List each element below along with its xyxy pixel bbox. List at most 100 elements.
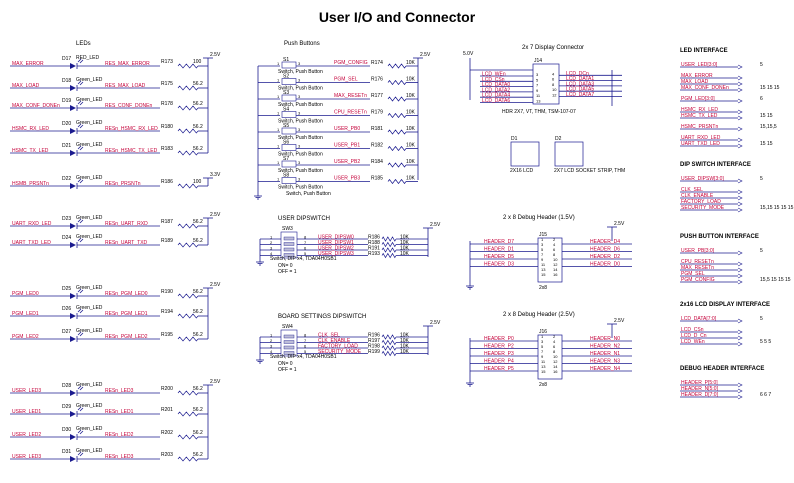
led-resistor bbox=[177, 293, 199, 299]
interface-page-refs: 5 5 5 bbox=[760, 339, 771, 345]
display-part: HDR 2X7, VT, THM, TSM-107-07 bbox=[502, 109, 576, 115]
debug-heading: 2 x 8 Debug Header (2.5V) bbox=[503, 312, 575, 318]
led-net-label: PGM_LED1 bbox=[12, 311, 39, 317]
led-ref: D31 bbox=[62, 449, 71, 455]
dip-resistor-value: 10K bbox=[400, 333, 410, 339]
push-button-heading: Push Buttons bbox=[284, 41, 320, 47]
led-light-arrow bbox=[79, 59, 84, 64]
port-arrow-icon bbox=[737, 81, 743, 87]
dip-switch-lever bbox=[283, 242, 295, 246]
led-light-arrow bbox=[79, 238, 84, 243]
dip-net: USER_DIPSW3 bbox=[318, 251, 354, 257]
led-resistor bbox=[177, 85, 199, 91]
pin-number: 12 bbox=[553, 262, 558, 267]
led-resistor-value: 100 bbox=[193, 59, 202, 65]
dip-resistor-value: 10K bbox=[400, 349, 410, 355]
push-button-symbol bbox=[281, 144, 297, 151]
push-button-resistor bbox=[387, 112, 407, 119]
interface-page-refs: 15,15,5 bbox=[760, 124, 777, 130]
dip-resistor-ref: R191 bbox=[368, 246, 380, 252]
dip-resistor bbox=[381, 339, 397, 346]
lcd-box-ref: D2 bbox=[555, 136, 562, 142]
push-button-ref: S3 bbox=[283, 90, 289, 96]
display-connector-body bbox=[532, 63, 560, 105]
led-resistor-ref: R194 bbox=[161, 309, 173, 315]
push-button-part: Switch, Push Button bbox=[278, 168, 323, 174]
dip-off-note: OFF = 1 bbox=[278, 367, 297, 373]
led-resistor-net: RESn_HSMC_TX_LED bbox=[105, 148, 158, 154]
pin-number: 3 bbox=[270, 344, 273, 349]
pin-number: 1 bbox=[277, 127, 280, 132]
pin-number: 3 bbox=[298, 61, 301, 66]
interface-net: HEADER_N[5:0] bbox=[681, 386, 719, 392]
push-button-net: PGM_SEL bbox=[334, 77, 358, 83]
pin-number: 7 bbox=[304, 338, 307, 343]
dip-switch-lever bbox=[283, 236, 295, 241]
led-resistor-net: RESn_LED3 bbox=[105, 388, 134, 394]
push-button-caption: Switch, Push Button bbox=[286, 191, 331, 197]
lcd-box-label: 2X16 LCD bbox=[510, 168, 533, 174]
display-right-net: LCD_DATA1 bbox=[566, 76, 594, 82]
dip-resistor bbox=[381, 350, 397, 357]
led-ref: D24 bbox=[62, 235, 71, 241]
dip-net: USER_DIPSW1 bbox=[318, 240, 354, 246]
led-light-arrow bbox=[77, 145, 82, 150]
pin-number: 1 bbox=[277, 144, 280, 149]
debug-right-net: HEADER_D2 bbox=[590, 254, 620, 260]
led-resistor-ref: R195 bbox=[161, 332, 173, 338]
push-button-resistor-ref: R185 bbox=[371, 176, 383, 182]
pin-number: 7 bbox=[536, 83, 539, 88]
push-button-resistor-ref: R179 bbox=[371, 110, 383, 116]
dip-switch-body bbox=[280, 329, 298, 357]
push-button-resistor-ref: R174 bbox=[371, 60, 383, 66]
led-heading: LEDs bbox=[76, 41, 91, 47]
led-ref: D17 bbox=[62, 56, 71, 62]
interface-net: PGM_CONFIG bbox=[681, 277, 715, 283]
push-button-ref: S6 bbox=[283, 140, 289, 146]
dip-resistor-ref: R197 bbox=[368, 338, 380, 344]
led-diode-symbol bbox=[70, 242, 76, 248]
dip-switch-lever bbox=[283, 351, 295, 355]
led-light-arrow bbox=[77, 218, 82, 223]
pin-number: 4 bbox=[270, 349, 273, 354]
pin-number: 6 bbox=[552, 77, 555, 82]
push-button-resistor bbox=[387, 129, 407, 135]
push-button-net: USER_PB3 bbox=[334, 176, 360, 182]
debug-ref: J16 bbox=[539, 329, 547, 335]
debug-left-net: HEADER_P2 bbox=[484, 344, 514, 350]
led-ref: D28 bbox=[62, 383, 71, 389]
push-button-ref: S5 bbox=[283, 123, 289, 129]
debug-part: 2x8 bbox=[539, 285, 547, 291]
led-resistor-net: RESn_PGM_LED0 bbox=[105, 291, 148, 297]
led-resistor-ref: R175 bbox=[161, 81, 173, 87]
push-button-net: USER_PB2 bbox=[334, 159, 360, 165]
pin-number: 8 bbox=[552, 82, 555, 87]
debug-left-net: HEADER_D3 bbox=[484, 262, 514, 268]
push-button-net: MAX_RESETn bbox=[334, 93, 367, 99]
interface-net: HEADER_D[7:0] bbox=[681, 392, 719, 398]
led-resistor bbox=[177, 456, 199, 462]
display-right-net: LCD_DATA3 bbox=[566, 81, 594, 87]
led-resistor-ref: R178 bbox=[161, 101, 173, 107]
pin-number: 12 bbox=[552, 93, 557, 98]
supply-label: 2.5V bbox=[210, 52, 221, 58]
led-ref: D25 bbox=[62, 286, 71, 292]
interface-net: LCD_DATA[7:0] bbox=[681, 316, 717, 322]
debug-header-body bbox=[537, 334, 563, 380]
pin-number: 1 bbox=[541, 334, 544, 339]
push-button-resistor-value: 10K bbox=[406, 60, 416, 66]
led-resistor-value: 56.2 bbox=[193, 146, 203, 152]
led-type: Green_LED bbox=[76, 328, 103, 334]
led-resistor-value: 56.2 bbox=[193, 452, 203, 458]
debug-right-net: HEADER_N3 bbox=[590, 359, 620, 365]
push-button-resistor-value: 10K bbox=[406, 77, 416, 83]
interface-page-refs: 15,15 15 15 15 bbox=[760, 205, 794, 211]
push-button-part: Switch, Push Button bbox=[278, 119, 323, 125]
lcd-box-label: 2X7 LCD SOCKET STRIP, THM bbox=[554, 168, 625, 174]
pin-number: 13 bbox=[541, 267, 546, 272]
led-light-arrow bbox=[79, 452, 84, 457]
dip-on-note: ON= 0 bbox=[278, 263, 293, 269]
lcd-box bbox=[554, 141, 584, 167]
push-button-resistor-value: 10K bbox=[406, 126, 416, 132]
